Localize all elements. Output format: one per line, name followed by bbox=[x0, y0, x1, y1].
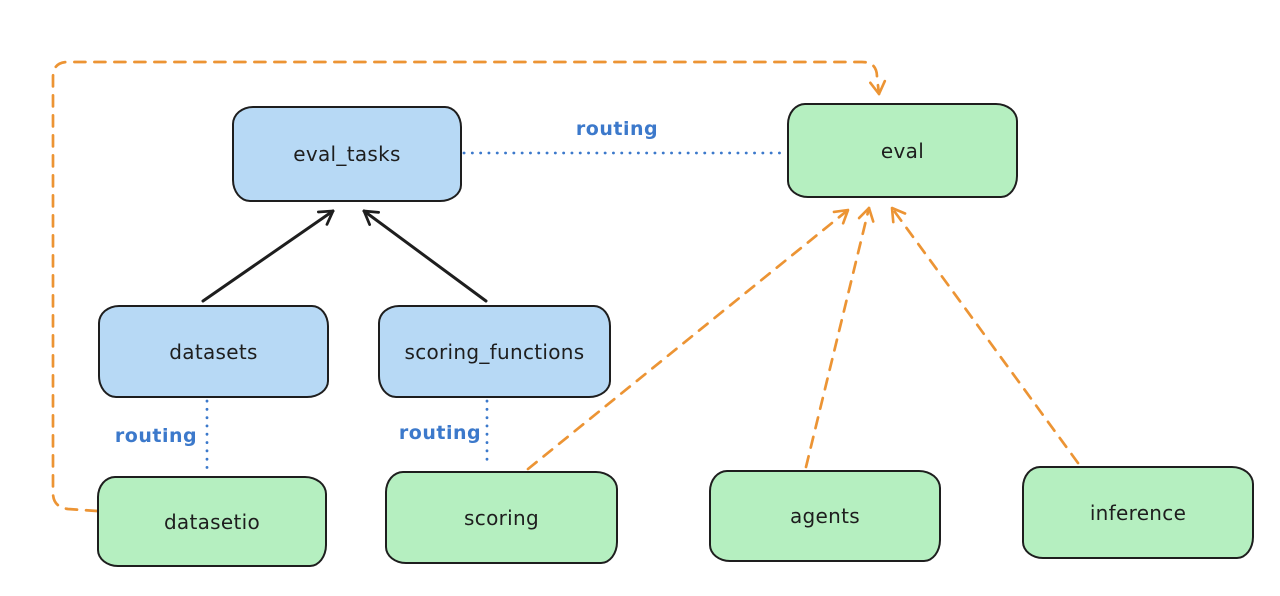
node-eval: eval bbox=[787, 103, 1018, 198]
node-datasets: datasets bbox=[98, 305, 329, 398]
edge-label-routing-datasetio: routing bbox=[114, 425, 198, 447]
node-inference: inference bbox=[1022, 466, 1254, 559]
node-eval-tasks-label: eval_tasks bbox=[293, 142, 401, 166]
node-scoring-functions: scoring_functions bbox=[378, 305, 611, 398]
node-agents: agents bbox=[709, 470, 941, 562]
node-datasets-label: datasets bbox=[169, 339, 258, 364]
node-eval-label: eval bbox=[880, 138, 925, 163]
edge-scoring-functions-to-eval-tasks bbox=[362, 209, 488, 303]
node-agents-label: agents bbox=[790, 504, 860, 528]
node-eval-tasks: eval_tasks bbox=[232, 106, 462, 202]
node-scoring: scoring bbox=[385, 471, 618, 564]
edge-datasets-to-eval-tasks bbox=[201, 209, 335, 303]
edge-inference-to-eval bbox=[890, 206, 1080, 465]
node-datasetio: datasetio bbox=[97, 476, 327, 567]
edge-datasetio-to-eval bbox=[51, 60, 887, 513]
edge-agents-to-eval bbox=[804, 206, 875, 469]
edge-scoring-to-eval bbox=[526, 208, 850, 471]
node-scoring-label: scoring bbox=[464, 505, 539, 530]
edge-label-routing-scoring: routing bbox=[398, 422, 482, 444]
node-inference-label: inference bbox=[1089, 500, 1187, 525]
node-scoring-functions-label: scoring_functions bbox=[404, 339, 585, 364]
node-datasetio-label: datasetio bbox=[163, 509, 261, 534]
edge-label-routing-eval: routing bbox=[575, 118, 659, 140]
